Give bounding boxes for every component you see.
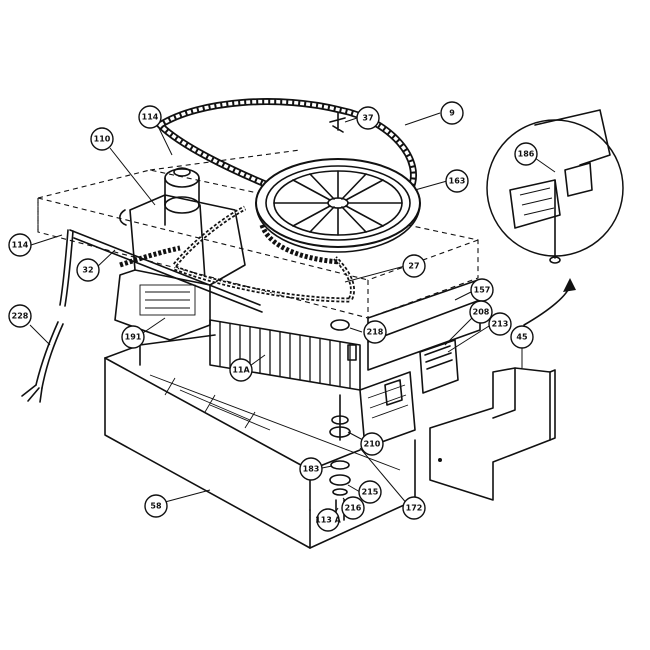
top-housing (37, 149, 479, 319)
svg-text:228: 228 (12, 312, 29, 321)
svg-text:11A: 11A (232, 366, 250, 375)
callout-213: 213 (488, 312, 512, 336)
callout-45: 45 (510, 325, 534, 349)
svg-text:32: 32 (82, 266, 93, 275)
inset-arrow-head (563, 278, 576, 292)
svg-text:191: 191 (125, 333, 142, 342)
svg-text:110: 110 (94, 135, 111, 144)
control-box (359, 279, 481, 449)
callout-114-left: 114 (8, 233, 32, 257)
callout-218: 218 (363, 320, 387, 344)
wheel-chain (259, 224, 341, 265)
lever-arm (69, 229, 263, 313)
belt-clip (329, 111, 346, 133)
detail-inset (486, 109, 624, 264)
callout-58: 58 (144, 494, 168, 518)
callout-11a: 11A (229, 358, 253, 382)
callout-186: 186 (514, 142, 538, 166)
drive-chain (119, 205, 355, 303)
svg-text:216: 216 (345, 504, 362, 513)
callout-228: 228 (8, 304, 32, 328)
callout-110: 110 (90, 127, 114, 151)
callout-32: 32 (76, 258, 100, 282)
svg-text:58: 58 (150, 502, 162, 511)
motor-gearbox (114, 167, 246, 341)
callout-37: 37 (356, 106, 380, 130)
heat-sink-fins (209, 319, 361, 391)
svg-text:9: 9 (449, 109, 455, 118)
svg-text:114: 114 (142, 113, 159, 122)
svg-text:208: 208 (473, 308, 490, 317)
svg-text:37: 37 (362, 114, 373, 123)
callout-216: 216 (341, 496, 365, 520)
callout-183: 183 (299, 457, 323, 481)
svg-text:113 A: 113 A (315, 516, 341, 525)
svg-text:157: 157 (474, 286, 491, 295)
callout-208: 208 (469, 300, 493, 324)
svg-text:114: 114 (12, 241, 29, 250)
callout-9: 9 (440, 101, 464, 125)
svg-text:213: 213 (492, 320, 509, 329)
callout-114-top: 114 (138, 105, 162, 129)
svg-text:218: 218 (367, 328, 384, 337)
callout-172: 172 (402, 496, 426, 520)
svg-text:215: 215 (362, 488, 379, 497)
callout-210: 210 (360, 432, 384, 456)
callout-113a: 113 A (315, 508, 342, 532)
svg-text:172: 172 (406, 504, 423, 513)
inset-arrow (523, 284, 571, 326)
svg-text:163: 163 (449, 177, 466, 186)
svg-text:45: 45 (516, 333, 528, 342)
large-wheel (255, 158, 421, 253)
callout-191: 191 (121, 325, 145, 349)
svg-text:183: 183 (303, 465, 320, 474)
callout-163: 163 (445, 169, 469, 193)
shaft-assembly (329, 319, 357, 521)
callout-215: 215 (358, 480, 382, 504)
callout-27: 27 (402, 254, 426, 278)
svg-text:186: 186 (518, 150, 535, 159)
svg-text:27: 27 (408, 262, 419, 271)
svg-text:210: 210 (364, 440, 381, 449)
side-panel (429, 367, 556, 501)
callout-157: 157 (470, 278, 494, 302)
power-cord (21, 229, 74, 403)
